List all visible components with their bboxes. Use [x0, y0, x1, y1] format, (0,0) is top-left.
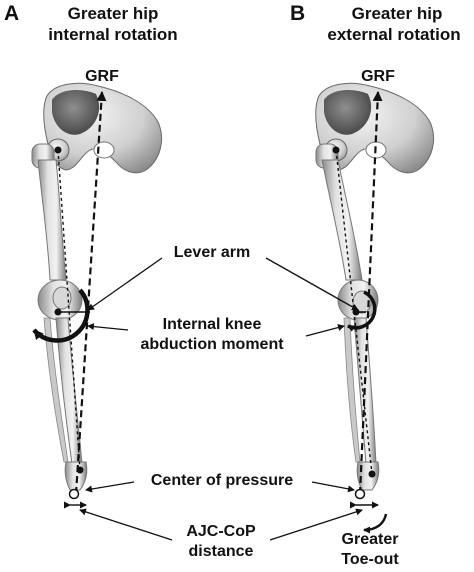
toe-out-label-line2: Toe-out: [341, 551, 399, 568]
panel-b-title-line2: external rotation: [327, 25, 461, 44]
panel-a-center-of-pressure: [68, 488, 80, 500]
panel-a-ankle-joint-center: [76, 466, 84, 474]
moment-label-line1: Internal knee: [162, 316, 262, 333]
toe-out-label-line1: Greater: [341, 531, 399, 548]
panel-a-grf-label: GRF: [85, 68, 119, 85]
cop-leader-a: [85, 481, 135, 493]
ajc-leader-b: [269, 508, 363, 541]
ajc-leader-a: [79, 508, 173, 541]
lever-arm-leader-a: [87, 257, 163, 311]
panel-b-overlays: [332, 91, 388, 534]
moment-label-line2: abduction moment: [140, 336, 284, 353]
panel-b-skeleton: [315, 82, 434, 491]
ajc-cop-label-line2: distance: [188, 543, 254, 560]
panel-a-ilium-shadow: [52, 90, 100, 135]
panel-b-grf-arrow: [358, 91, 383, 495]
moment-leader-a: [87, 323, 129, 331]
panel-b-grf-label: GRF: [361, 68, 395, 85]
panel-b-femur: [321, 159, 363, 281]
panel-a-grf-arrow: [74, 91, 107, 495]
cop-leader-b: [311, 481, 355, 493]
panel-b-letter: B: [290, 2, 306, 25]
panel-a-letter: A: [4, 2, 20, 25]
panel-b-moment-arrow: [347, 290, 377, 332]
panel-b-ilium-shadow: [324, 90, 372, 135]
panel-a-overlays: [32, 91, 107, 509]
panel-b-title-line1: Greater hip: [351, 4, 443, 23]
panel-a-femur: [37, 159, 67, 281]
panel-a-moment-arrow: [32, 288, 90, 343]
panel-a-foot: [64, 461, 88, 491]
panel-a-obturator: [93, 141, 115, 159]
panel-b-foot: [356, 461, 380, 491]
panel-a-patella: [52, 286, 72, 310]
panel-b-hip-joint-center: [332, 146, 340, 154]
center-of-pressure-label: Center of pressure: [150, 472, 294, 489]
moment-leader-b: [305, 324, 345, 337]
lever-arm-leader-b: [265, 257, 359, 311]
panel-b-center-of-pressure: [354, 488, 366, 500]
panel-b-toe-out-arrow: [363, 513, 388, 534]
panel-a-title-line2: internal rotation: [48, 25, 178, 44]
panel-a-hip-joint-center: [54, 146, 62, 154]
leader-lines: [79, 257, 363, 541]
ajc-cop-label-line1: AJC-CoP: [186, 523, 256, 540]
panel-a-title-line1: Greater hip: [67, 4, 159, 23]
lever-arm-label: Lever arm: [173, 244, 251, 261]
panel-a-skeleton: [31, 82, 162, 491]
panel-b-ankle-joint-center: [368, 470, 376, 478]
panel-a-knee-joint-center: [54, 308, 62, 316]
